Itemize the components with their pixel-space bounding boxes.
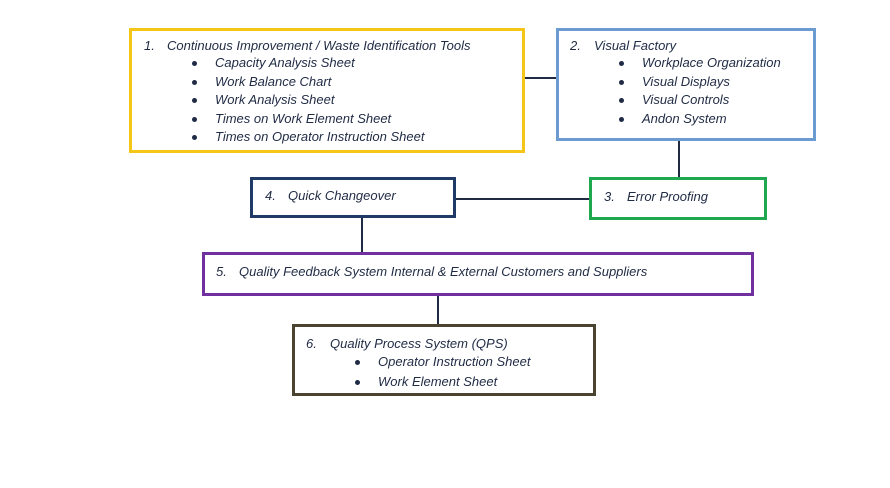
box-quality-process-system: 6. Quality Process System (QPS) Operator…	[292, 324, 596, 396]
box-number: 1.	[144, 38, 155, 53]
box-title: Continuous Improvement / Waste Identific…	[167, 38, 471, 53]
box-visual-factory: 2. Visual Factory Workplace Organization…	[556, 28, 816, 141]
list-item: Times on Operator Instruction Sheet	[191, 128, 424, 147]
box-title: Quick Changeover	[288, 188, 396, 203]
box-quality-feedback-system: 5. Quality Feedback System Internal & Ex…	[202, 252, 754, 296]
connector-4-5	[361, 217, 363, 253]
box-quick-changeover: 4. Quick Changeover	[250, 177, 456, 218]
box-number: 6.	[306, 336, 317, 351]
item-list: Operator Instruction Sheet Work Element …	[354, 353, 530, 392]
item-list: Workplace Organization Visual Displays V…	[619, 54, 781, 129]
box-title: Quality Process System (QPS)	[330, 336, 508, 351]
list-item: Operator Instruction Sheet	[354, 353, 530, 372]
box-number: 2.	[570, 38, 581, 53]
list-item: Visual Displays	[619, 73, 781, 92]
box-number: 4.	[265, 188, 276, 203]
box-title: Error Proofing	[627, 189, 708, 204]
box-error-proofing: 3. Error Proofing	[589, 177, 767, 220]
list-item: Capacity Analysis Sheet	[191, 54, 424, 73]
box-number: 3.	[604, 189, 615, 204]
box-continuous-improvement: 1. Continuous Improvement / Waste Identi…	[129, 28, 525, 153]
list-item: Visual Controls	[619, 91, 781, 110]
connector-1-2	[523, 77, 558, 79]
connector-4-3	[455, 198, 591, 200]
box-title: Visual Factory	[594, 38, 677, 53]
list-item: Workplace Organization	[619, 54, 781, 73]
list-item: Andon System	[619, 110, 781, 129]
connector-5-6	[437, 295, 439, 325]
connector-2-3	[678, 140, 680, 178]
list-item: Work Element Sheet	[354, 373, 530, 392]
list-item: Times on Work Element Sheet	[191, 110, 424, 129]
box-number: 5.	[216, 264, 227, 279]
item-list: Capacity Analysis Sheet Work Balance Cha…	[191, 54, 424, 147]
list-item: Work Analysis Sheet	[191, 91, 424, 110]
list-item: Work Balance Chart	[191, 73, 424, 92]
box-title: Quality Feedback System Internal & Exter…	[239, 264, 648, 279]
